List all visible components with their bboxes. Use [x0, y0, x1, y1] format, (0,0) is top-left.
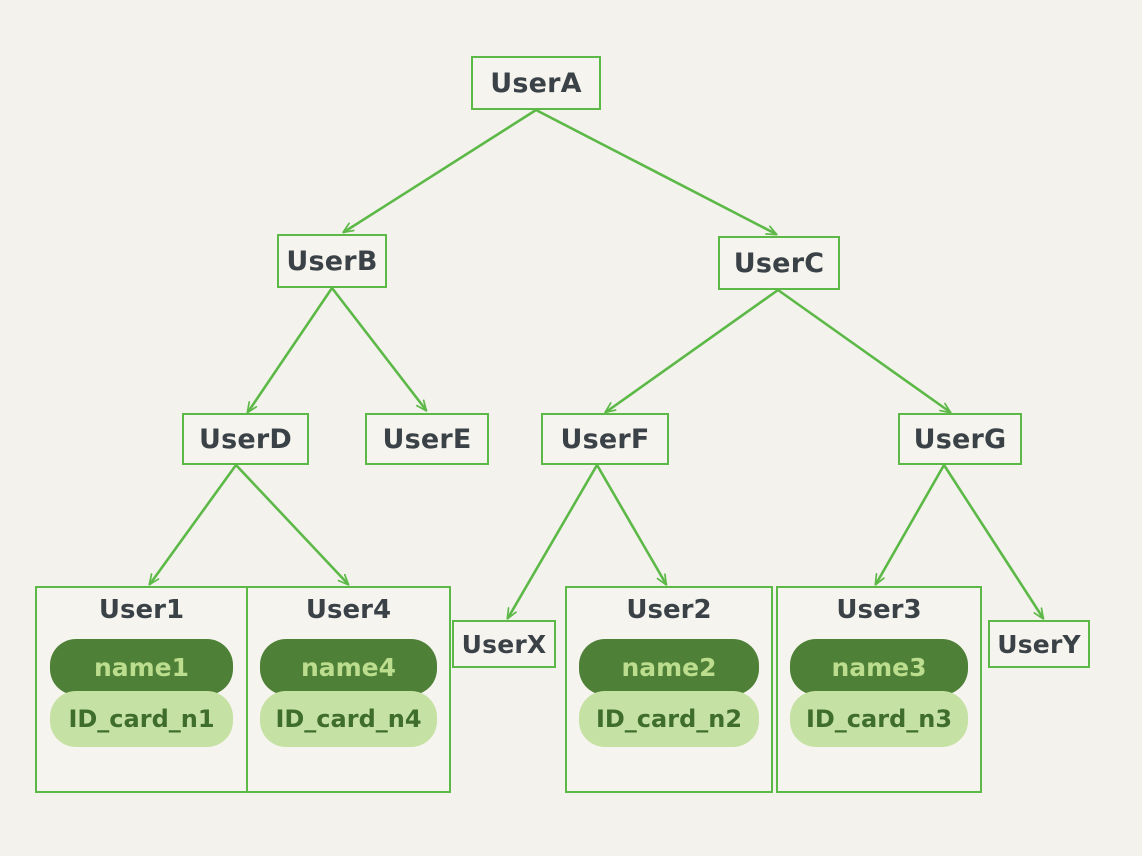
edge-userD-user1 — [148, 463, 238, 586]
node-userG-label: UserG — [913, 423, 1007, 455]
edge-userB-userD — [246, 286, 334, 414]
node-userA-label: UserA — [490, 67, 582, 99]
node-user3-name-pill: name3 — [790, 639, 968, 695]
node-user2-title: User2 — [626, 595, 712, 625]
node-user4-idcard-pill: ID_card_n4 — [260, 691, 437, 747]
edge-userB-userE — [330, 286, 428, 412]
node-user4[interactable]: User4 name4 ID_card_n4 — [246, 586, 451, 793]
edge-userG-user3 — [874, 463, 946, 586]
node-user3[interactable]: User3 name3 ID_card_n3 — [776, 586, 982, 793]
node-user1[interactable]: User1 name1 ID_card_n1 — [35, 586, 248, 793]
node-user4-title: User4 — [305, 595, 392, 625]
node-userD[interactable]: UserD — [182, 413, 309, 465]
edge-userD-user4 — [234, 463, 350, 586]
node-user2-idcard-pill: ID_card_n2 — [579, 691, 759, 747]
node-user4-pills: name4 ID_card_n4 — [248, 639, 449, 747]
node-user1-idcard-pill: ID_card_n1 — [49, 691, 234, 747]
node-user3-title: User3 — [836, 595, 922, 625]
node-userF[interactable]: UserF — [541, 413, 669, 465]
node-userE-label: UserE — [382, 423, 472, 455]
node-userC[interactable]: UserC — [718, 236, 840, 290]
node-user3-pills: name3 ID_card_n3 — [778, 639, 980, 747]
node-userF-label: UserF — [560, 423, 650, 455]
edge-userA-userC — [534, 108, 778, 236]
node-userG[interactable]: UserG — [898, 413, 1022, 465]
node-userD-label: UserD — [198, 423, 293, 455]
node-user2-pills: name2 ID_card_n2 — [567, 639, 771, 747]
node-userY[interactable]: UserY — [988, 620, 1090, 668]
edge-userC-userF — [604, 288, 780, 414]
node-user1-pills: name1 ID_card_n1 — [37, 639, 246, 747]
edge-userF-user2 — [595, 463, 668, 586]
node-userC-label: UserC — [733, 247, 825, 279]
node-userY-label: UserY — [997, 629, 1081, 659]
node-userA[interactable]: UserA — [471, 56, 601, 110]
edge-userA-userB — [342, 108, 538, 234]
node-userB[interactable]: UserB — [277, 234, 387, 288]
node-userB-label: UserB — [286, 245, 378, 277]
node-userX[interactable]: UserX — [452, 620, 556, 668]
node-user3-idcard-pill: ID_card_n3 — [790, 691, 968, 747]
node-userE[interactable]: UserE — [365, 413, 489, 465]
node-userX-label: UserX — [461, 629, 547, 659]
node-user2-name-pill: name2 — [579, 639, 759, 695]
edge-userC-userG — [776, 288, 952, 414]
node-user1-name-pill: name1 — [49, 639, 234, 695]
node-user4-name-pill: name4 — [260, 639, 437, 695]
node-user2[interactable]: User2 name2 ID_card_n2 — [565, 586, 773, 793]
node-user1-title: User1 — [98, 595, 185, 625]
